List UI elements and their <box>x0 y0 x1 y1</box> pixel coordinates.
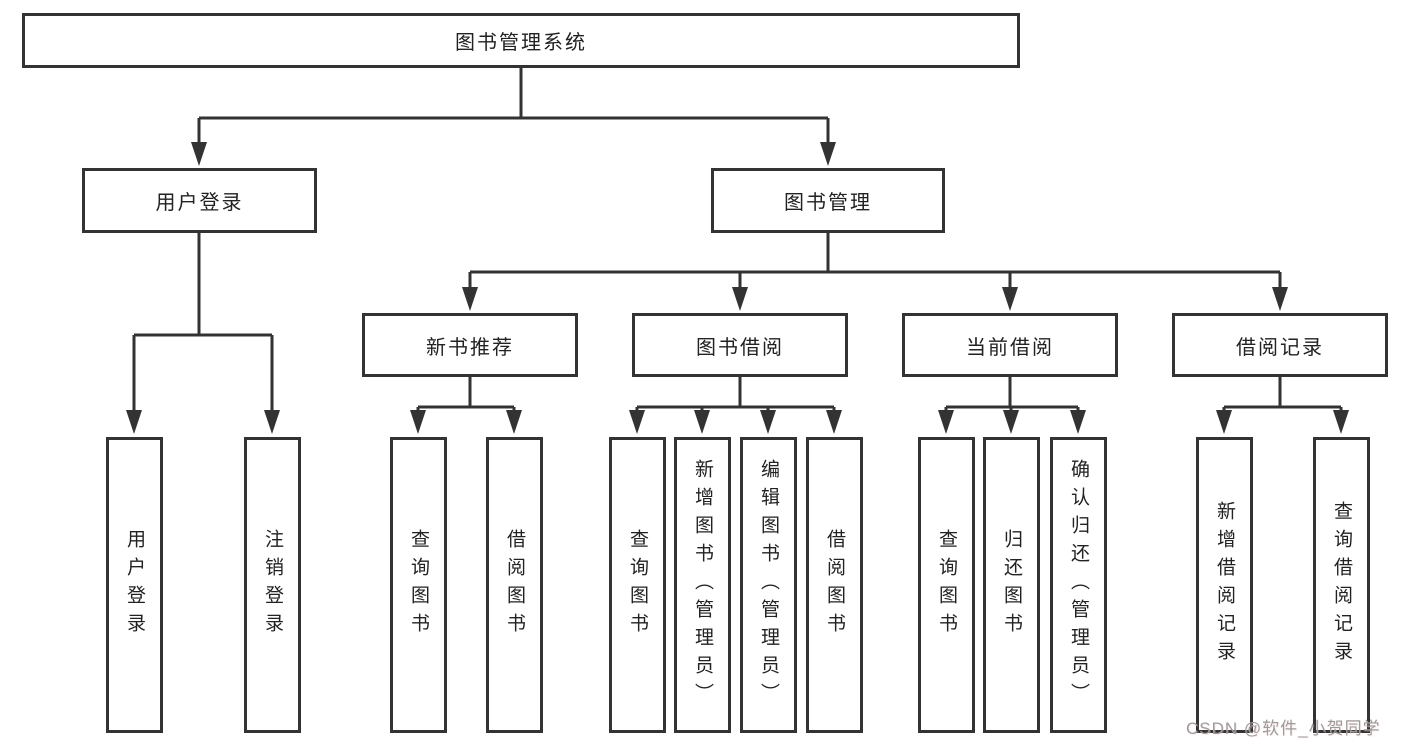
arrow-down-icon <box>629 410 645 434</box>
arrow-down-icon <box>938 410 954 434</box>
leaf-logout: 注销登录 <box>244 437 301 733</box>
arrow-down-icon <box>410 410 426 434</box>
connector-current-borrow-children <box>944 377 1080 412</box>
arrow-down-icon <box>1003 410 1019 434</box>
node-book-borrowing: 图书借阅 <box>632 313 848 377</box>
arrow-down-icon <box>1272 287 1288 311</box>
arrow-down-icon <box>191 142 207 166</box>
connector-book-management-children <box>468 233 1282 289</box>
arrow-down-icon <box>694 410 710 434</box>
leaf-confirm-return-admin: 确认归还（管理员） <box>1050 437 1107 733</box>
arrow-down-icon <box>506 410 522 434</box>
leaf-query-books-current: 查询图书 <box>918 437 975 733</box>
arrow-down-icon <box>126 410 142 434</box>
connector-user-login-children <box>132 233 274 412</box>
node-new-book-recommend: 新书推荐 <box>362 313 578 377</box>
arrow-down-icon <box>462 287 478 311</box>
node-library-system: 图书管理系统 <box>22 13 1020 68</box>
leaf-add-borrow-record: 新增借阅记录 <box>1196 437 1253 733</box>
node-borrowing-records: 借阅记录 <box>1172 313 1388 377</box>
leaf-user-login: 用户登录 <box>106 437 163 733</box>
leaf-borrow-books-recommend: 借阅图书 <box>486 437 543 733</box>
arrow-down-icon <box>1070 410 1086 434</box>
leaf-edit-book-admin: 编辑图书（管理员） <box>740 437 797 733</box>
arrow-down-icon <box>732 287 748 311</box>
leaf-query-books-borrowing: 查询图书 <box>609 437 666 733</box>
connector-borrow-records-children <box>1222 377 1343 412</box>
leaf-add-book-admin: 新增图书（管理员） <box>674 437 731 733</box>
node-current-borrowing: 当前借阅 <box>902 313 1118 377</box>
node-book-management: 图书管理 <box>711 168 945 233</box>
csdn-watermark: CSDN @软件_小贺同学 <box>1186 719 1381 738</box>
leaf-return-books: 归还图书 <box>983 437 1040 733</box>
node-user-login: 用户登录 <box>82 168 317 233</box>
connector-book-borrow-children <box>635 377 836 412</box>
leaf-query-books-recommend: 查询图书 <box>390 437 447 733</box>
arrow-down-icon <box>1333 410 1349 434</box>
connector-new-book-children <box>416 377 516 412</box>
arrow-down-icon <box>1216 410 1232 434</box>
leaf-borrow-books-borrowing: 借阅图书 <box>806 437 863 733</box>
arrow-down-icon <box>820 142 836 166</box>
arrow-down-icon <box>826 410 842 434</box>
arrow-down-icon <box>264 410 280 434</box>
leaf-query-borrow-record: 查询借阅记录 <box>1313 437 1370 733</box>
connector-root-to-level1 <box>197 68 830 144</box>
arrow-down-icon <box>1002 287 1018 311</box>
arrow-down-icon <box>760 410 776 434</box>
